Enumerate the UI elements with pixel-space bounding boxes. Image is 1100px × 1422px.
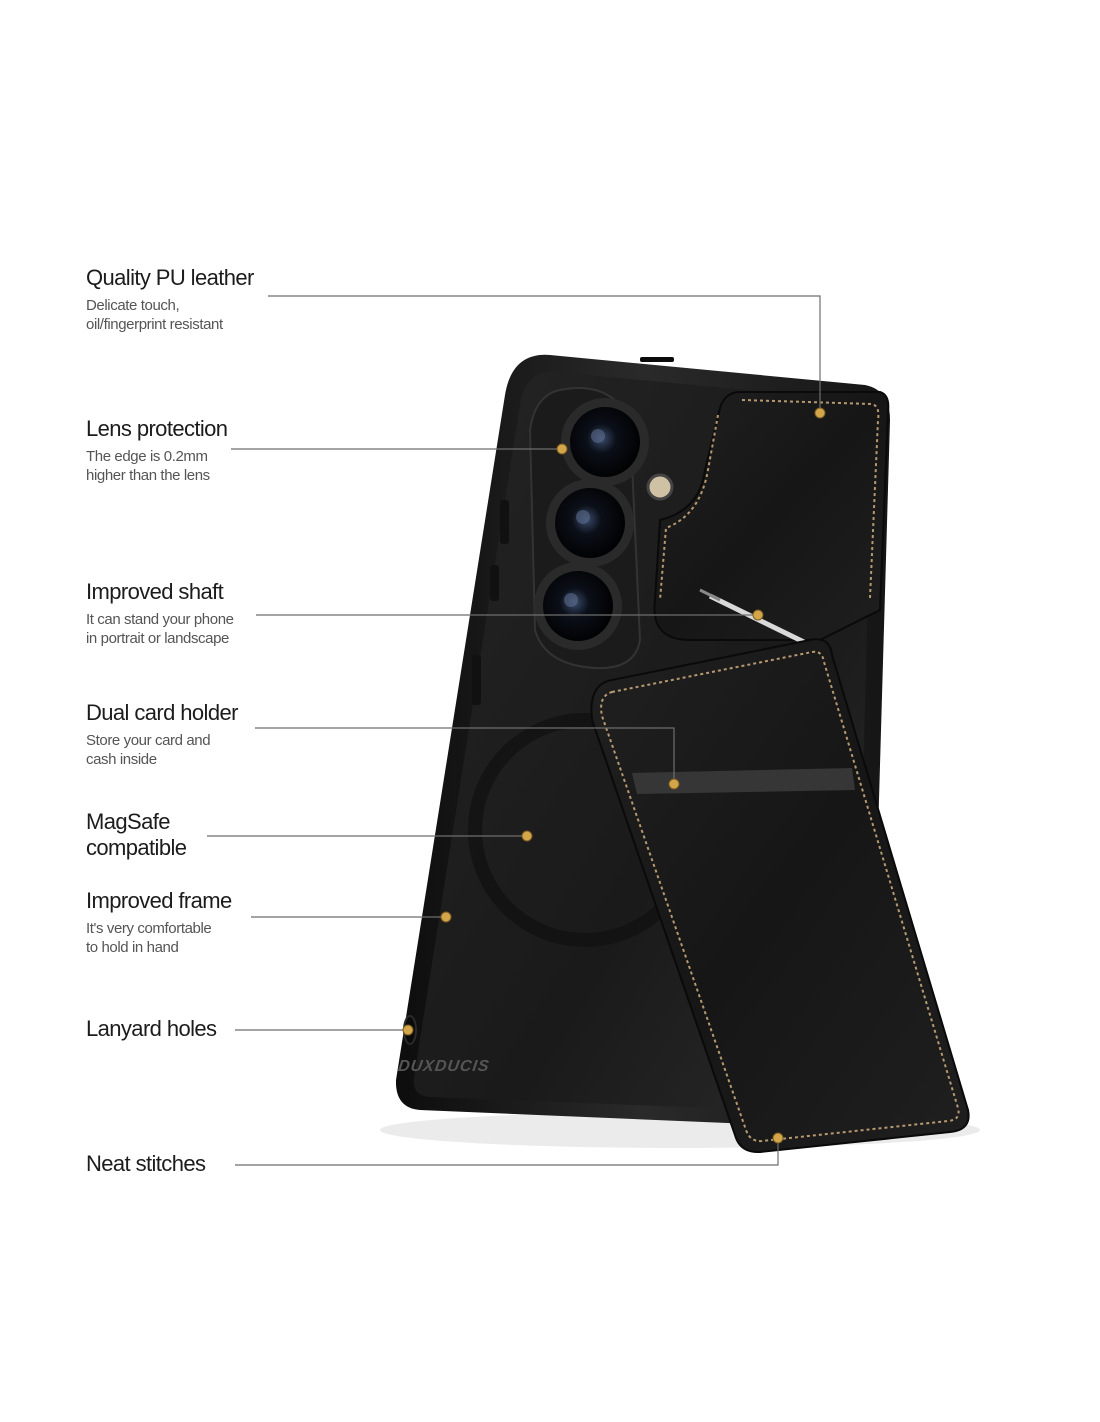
feature-desc-line: Delicate touch,: [86, 297, 180, 314]
feature-desc-line: to hold in hand: [86, 939, 179, 956]
feature-title: Lanyard holes: [86, 1016, 217, 1041]
brand-logo: DUXDUCIS: [397, 1057, 491, 1075]
marker-dot: [772, 1132, 784, 1144]
feature-title: Dual card holder: [86, 700, 238, 725]
feature-title: compatible: [86, 835, 187, 860]
feature-neat-stitches: Neat stitches: [86, 1151, 206, 1177]
leather-flap-upper: [653, 391, 890, 641]
feature-desc-line: oil/fingerprint resistant: [86, 316, 223, 333]
feature-title: Quality PU leather: [86, 265, 254, 290]
camera-lens: [561, 398, 649, 486]
marker-dot: [752, 609, 764, 621]
marker-dot: [440, 911, 452, 923]
feature-desc-line: higher than the lens: [86, 467, 210, 484]
shaft-hinge: [708, 593, 812, 648]
camera-lens: [546, 479, 634, 567]
feature-improved-frame: Improved frame It's very comfortable to …: [86, 888, 232, 957]
feature-desc-line: cash inside: [86, 751, 157, 768]
feature-desc-line: Store your card and: [86, 732, 211, 749]
side-button: [490, 565, 499, 601]
feature-desc-line: It can stand your phone: [86, 611, 234, 628]
marker-dot: [668, 778, 680, 790]
feature-lens-protection: Lens protection The edge is 0.2mm higher…: [86, 416, 228, 485]
feature-desc-line: in portrait or landscape: [86, 630, 229, 647]
shaft-hinge-shadow: [699, 588, 721, 602]
feature-title: Improved shaft: [86, 579, 224, 604]
feature-lanyard-holes: Lanyard holes: [86, 1016, 217, 1042]
callout-markers: [402, 407, 826, 1144]
side-button: [500, 500, 509, 544]
marker-dot: [521, 830, 533, 842]
camera-lens: [534, 562, 622, 650]
feature-description: Delicate touch, oil/fingerprint resistan…: [86, 296, 254, 334]
marker-dot: [556, 443, 568, 455]
marker-dot: [402, 1024, 414, 1036]
usb-slot: [640, 357, 674, 362]
feature-description: It's very comfortable to hold in hand: [86, 919, 232, 957]
feature-quality-pu-leather: Quality PU leather Delicate touch, oil/f…: [86, 265, 254, 334]
feature-desc-line: It's very comfortable: [86, 920, 212, 937]
feature-magsafe-compatible: MagSafe compatible: [86, 809, 187, 861]
card-slot: [632, 768, 855, 794]
feature-description: It can stand your phone in portrait or l…: [86, 610, 234, 648]
feature-desc-line: The edge is 0.2mm: [86, 448, 208, 465]
marker-dot: [814, 407, 826, 419]
callout-lines: [207, 295, 821, 1166]
feature-title: Neat stitches: [86, 1151, 206, 1176]
feature-description: Store your card and cash inside: [86, 731, 238, 769]
leather-flap-lower: [590, 638, 970, 1154]
feature-improved-shaft: Improved shaft It can stand your phone i…: [86, 579, 234, 648]
feature-dual-card-holder: Dual card holder Store your card and cas…: [86, 700, 238, 769]
feature-title: Lens protection: [86, 416, 228, 441]
feature-description: The edge is 0.2mm higher than the lens: [86, 447, 227, 485]
flash: [646, 473, 674, 501]
feature-title: Improved frame: [86, 888, 232, 913]
side-button: [472, 655, 481, 705]
feature-title: MagSafe: [86, 809, 170, 834]
